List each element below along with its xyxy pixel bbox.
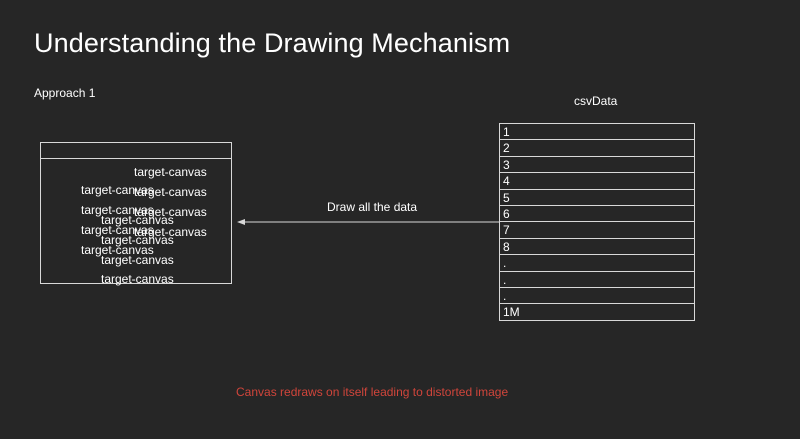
csv-row: 3 <box>500 157 694 174</box>
csv-table-title: csvData <box>574 94 618 108</box>
distortion-caption: Canvas redraws on itself leading to dist… <box>236 385 509 399</box>
canvas-label: target-canvas <box>81 223 154 237</box>
csv-cell: 4 <box>503 174 510 189</box>
canvas-label: target-canvas <box>81 183 154 197</box>
arrow-head-icon <box>237 219 245 225</box>
csv-row: . <box>500 288 694 305</box>
canvas-header-divider <box>41 158 231 159</box>
canvas-label: target-canvas <box>134 165 207 179</box>
csv-cell: 3 <box>503 157 510 172</box>
canvas-label: target-canvas <box>101 272 174 286</box>
csv-cell: 2 <box>503 141 510 156</box>
csv-row: . <box>500 272 694 288</box>
canvas-label: target-canvas <box>101 253 174 267</box>
csv-table: 1 2 3 4 5 6 7 8 . . . 1M <box>499 123 695 321</box>
canvas-label: target-canvas <box>134 205 207 219</box>
csv-row: 6 <box>500 206 694 223</box>
csv-row: 5 <box>500 190 694 206</box>
canvas-label: target-canvas <box>101 213 174 227</box>
target-canvas-box: target-canvas target-canvas target-canva… <box>40 142 232 286</box>
csv-row: 8 <box>500 239 694 256</box>
csv-row: 7 <box>500 222 694 239</box>
csv-row: 2 <box>500 140 694 157</box>
csv-cell: . <box>503 272 507 287</box>
csv-cell: 8 <box>503 239 510 254</box>
draw-arrow-label: Draw all the data <box>327 200 418 214</box>
csv-cell: . <box>503 256 507 271</box>
slide-title: Understanding the Drawing Mechanism <box>34 28 511 58</box>
csv-cell: . <box>503 288 507 303</box>
approach-label: Approach 1 <box>34 86 96 100</box>
csv-row: 1 <box>500 124 694 141</box>
csv-cell: 1 <box>503 125 510 139</box>
csv-cell: 5 <box>503 190 510 205</box>
canvas-label: target-canvas <box>134 225 207 239</box>
canvas-label: target-canvas <box>81 243 154 257</box>
csv-cell: 6 <box>503 206 510 221</box>
csv-cell: 1M <box>503 305 520 320</box>
canvas-label: target-canvas <box>134 185 207 199</box>
canvas-label: target-canvas <box>101 233 174 247</box>
csv-row: 4 <box>500 173 694 190</box>
csv-row: 1M <box>500 304 694 321</box>
csv-cell: 7 <box>503 223 510 238</box>
canvas-label: target-canvas <box>81 203 154 217</box>
csv-row: . <box>500 255 694 272</box>
